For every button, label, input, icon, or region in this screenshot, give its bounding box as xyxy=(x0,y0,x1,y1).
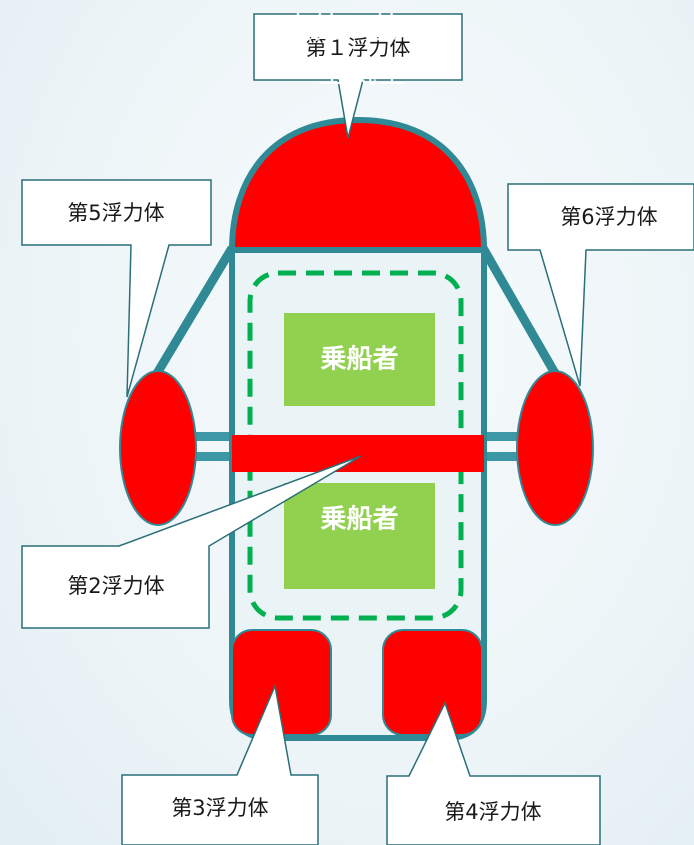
ghost-text-line1: 大第一第二 xyxy=(283,12,433,47)
connector-left-lower xyxy=(190,452,235,461)
passenger-box-bottom xyxy=(284,483,435,589)
callout-float-2: 第2浮力体 xyxy=(21,455,362,629)
strut-left xyxy=(152,245,236,378)
float-1-dome xyxy=(228,116,488,253)
callout-float-1-text: 第１浮力体 xyxy=(306,36,411,60)
callout-float-4-text: 第4浮力体 xyxy=(444,800,541,824)
strut-right xyxy=(479,245,560,378)
passenger-label-bottom: 乗船者 xyxy=(320,504,398,535)
connector-right-lower xyxy=(480,452,522,461)
float-4-block xyxy=(382,629,483,736)
connector-right-upper xyxy=(480,432,522,441)
callout-float-5-text: 第5浮力体 xyxy=(67,201,164,225)
ghost-text-line2: 空気室 xyxy=(317,56,407,91)
callout-float-2-text: 第2浮力体 xyxy=(67,574,164,598)
callout-float-4: 第4浮力体 xyxy=(386,701,601,845)
float-6-ellipse xyxy=(516,370,594,526)
connector-left-upper xyxy=(190,432,235,441)
passenger-label-top: 乗船者 xyxy=(320,344,398,375)
float-2-bar xyxy=(232,435,484,472)
callout-float-1: 第１浮力体 xyxy=(253,13,463,139)
callout-float-3-text: 第3浮力体 xyxy=(171,796,268,820)
callout-float-6-text: 第6浮力体 xyxy=(560,205,657,229)
callout-float-3: 第3浮力体 xyxy=(121,683,319,845)
callout-float-5: 第5浮力体 xyxy=(21,179,212,398)
float-5-ellipse xyxy=(119,370,197,526)
callout-float-6: 第6浮力体 xyxy=(507,183,694,387)
passenger-box-top xyxy=(284,313,435,406)
